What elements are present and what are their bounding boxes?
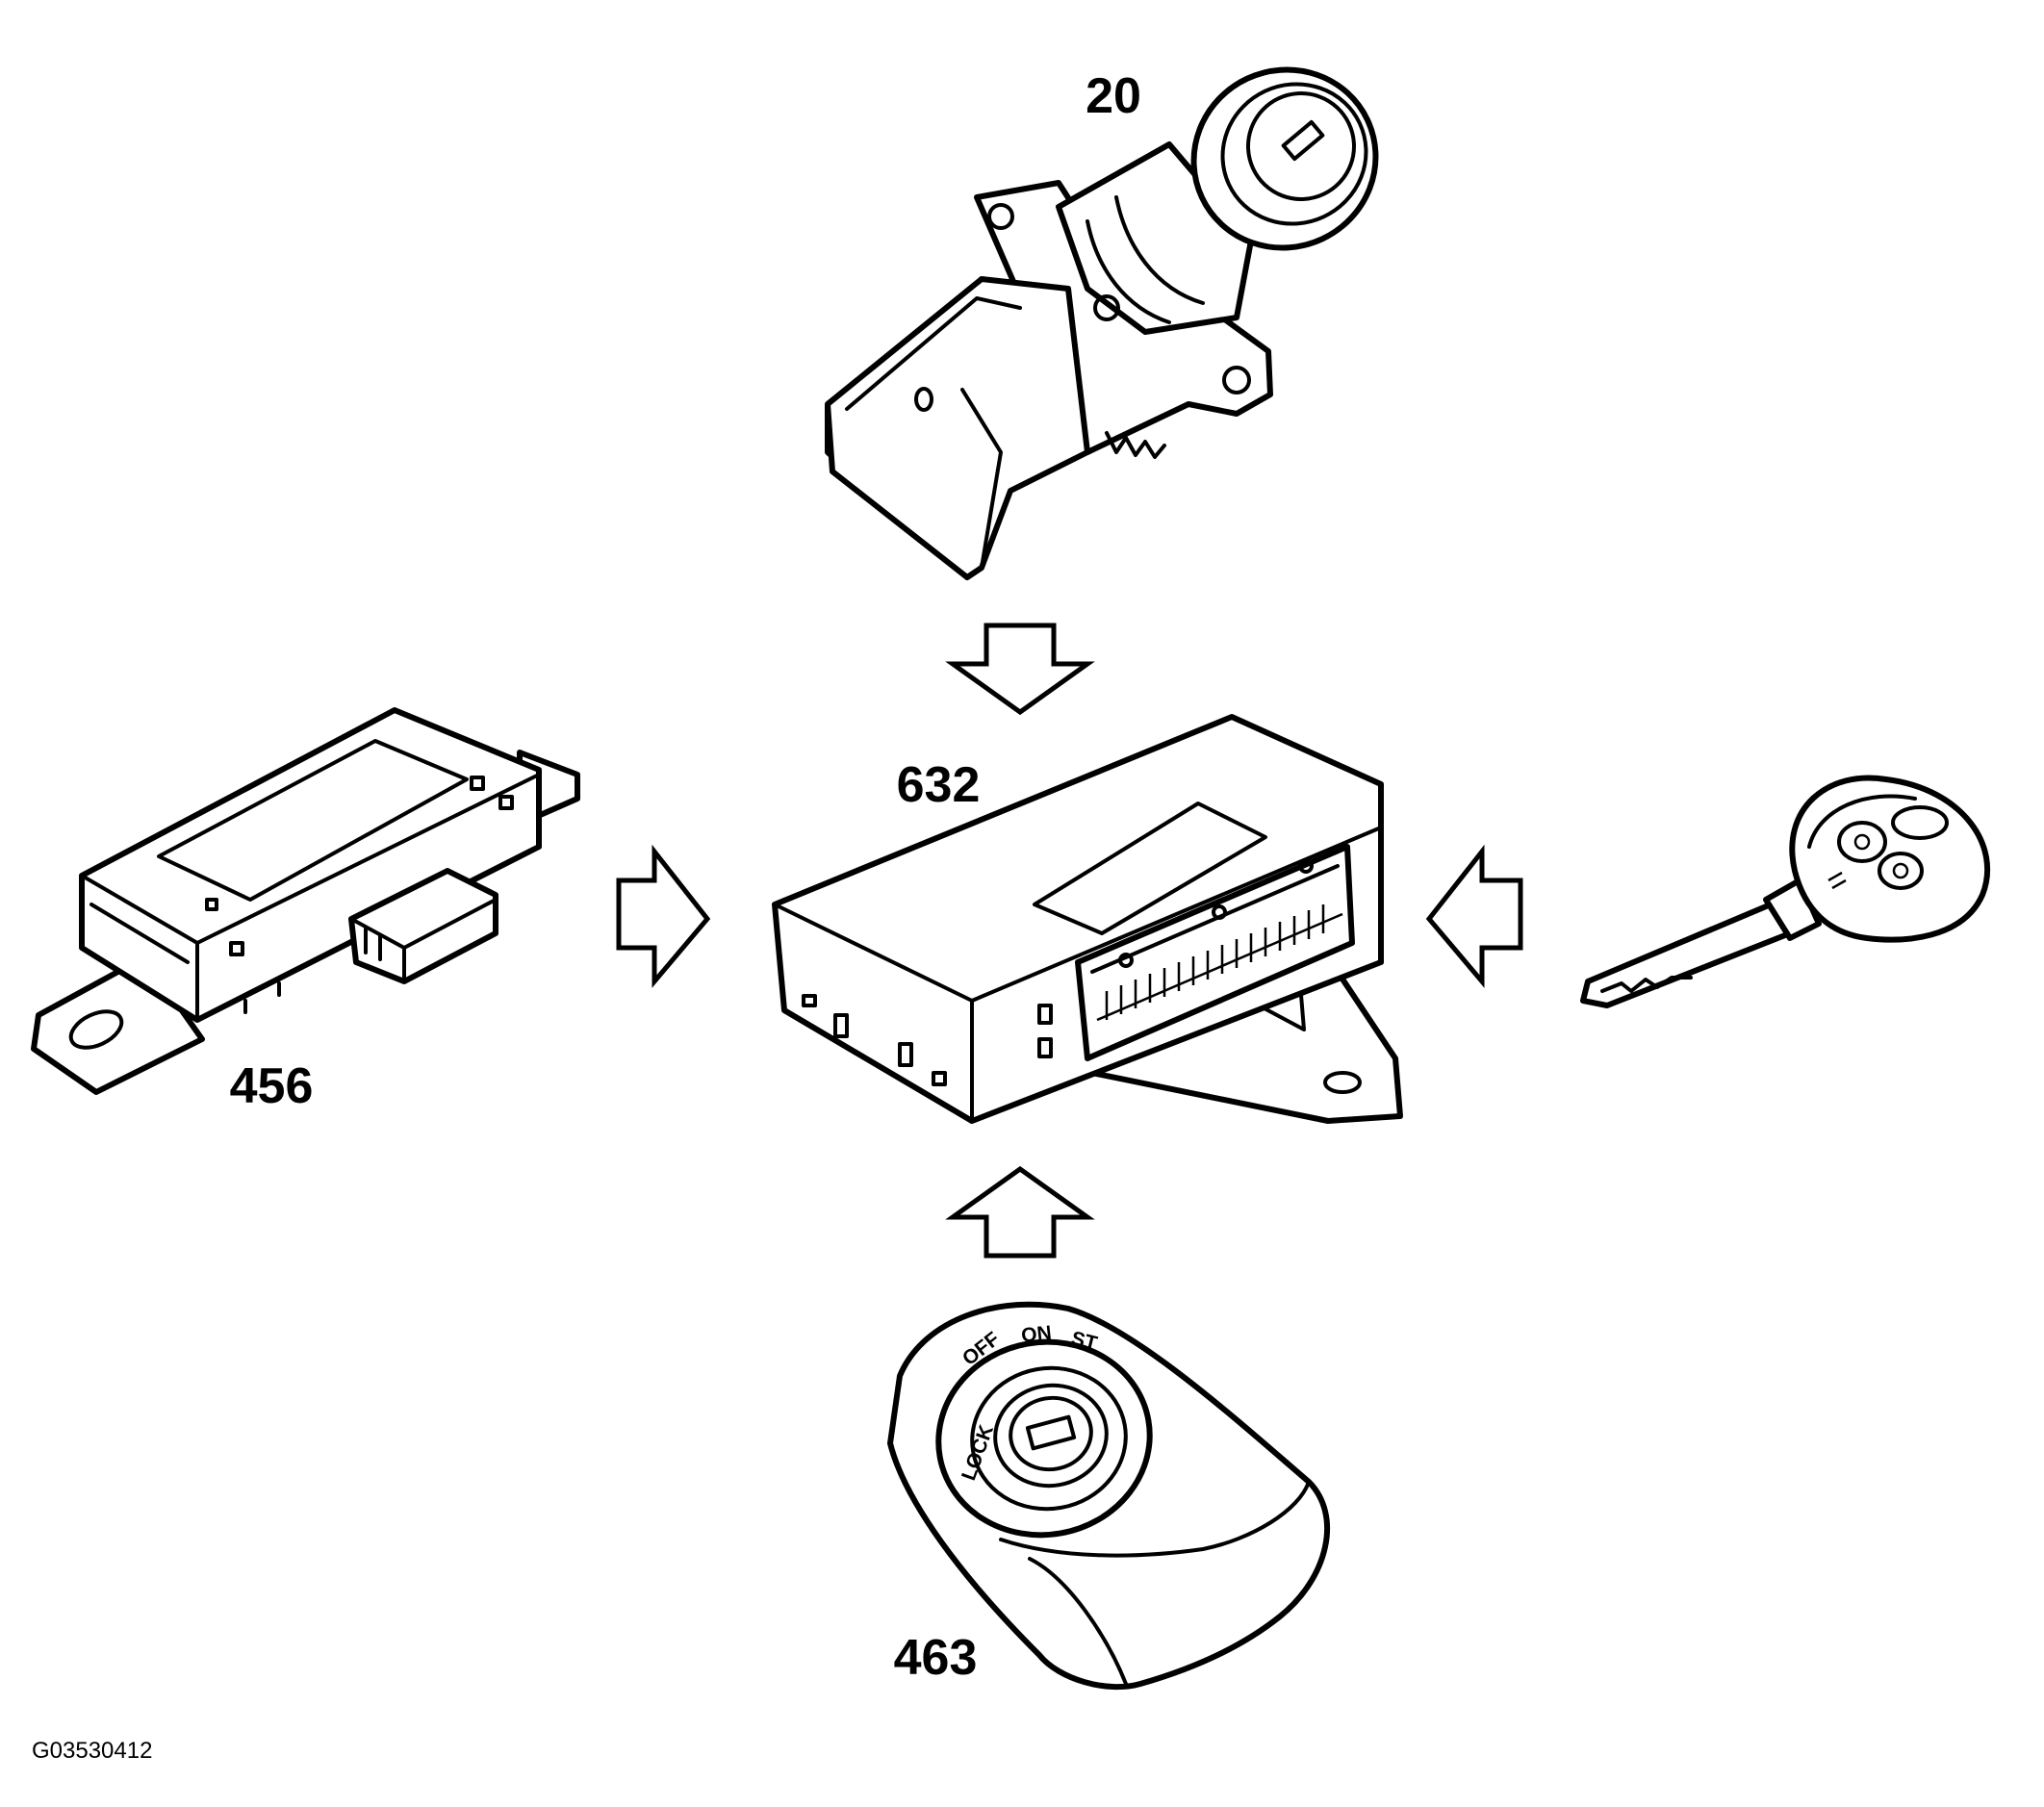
label-632: 632 [897, 757, 981, 813]
label-20: 20 [1086, 68, 1141, 124]
arrow-down [945, 623, 1095, 716]
remote-key-drawing [1580, 775, 1990, 1008]
label-463: 463 [894, 1630, 978, 1686]
label-456: 456 [230, 1058, 314, 1114]
arrow-up [945, 1165, 1095, 1259]
steering-lock-drawing [825, 66, 1379, 580]
figure-code: G03530412 [32, 1738, 152, 1764]
ignition-pos-on: ON [1020, 1322, 1053, 1347]
arrow-right [616, 844, 711, 988]
ignition-switch-drawing [887, 1301, 1331, 1691]
receiver-module-drawing [31, 707, 580, 1095]
arrow-left [1425, 844, 1523, 988]
control-module-drawing [772, 714, 1403, 1124]
connector-pins [1105, 904, 1325, 1020]
